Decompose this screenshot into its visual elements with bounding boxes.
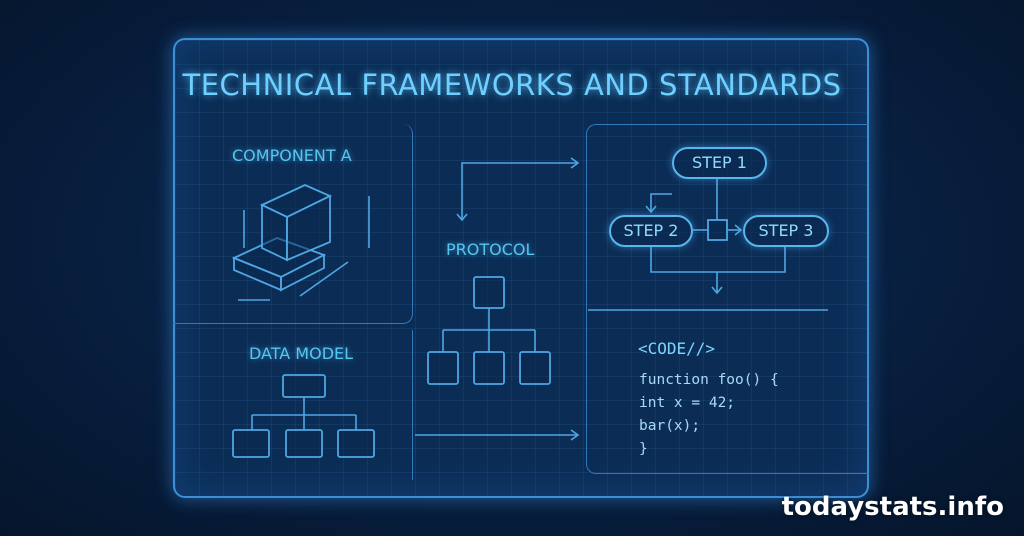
component-a-label: COMPONENT A	[232, 146, 352, 165]
flow-step-2: STEP 2	[609, 215, 693, 247]
flow-step-3: STEP 3	[743, 215, 829, 247]
diagram-board	[173, 38, 869, 498]
code-line: function foo() {	[639, 372, 779, 388]
diagram-title: TECHNICAL FRAMEWORKS AND STANDARDS	[182, 68, 842, 102]
code-line: bar(x);	[639, 418, 701, 434]
flowchart-panel	[586, 124, 869, 474]
data-model-label: DATA MODEL	[249, 344, 354, 363]
flowchart-connectors	[588, 178, 828, 311]
component-a-drawing	[231, 184, 370, 301]
protocol-label: PROTOCOL	[446, 240, 535, 259]
protocol-tree	[427, 276, 551, 385]
code-line: }	[639, 441, 648, 457]
component-a-panel	[173, 124, 413, 324]
data-model-tree	[232, 374, 375, 458]
code-line: int x = 42;	[639, 395, 736, 411]
code-header: <CODE//>	[638, 339, 716, 358]
protocol-arrows	[415, 157, 580, 441]
data-model-panel	[173, 330, 413, 480]
flow-step-1: STEP 1	[672, 147, 767, 179]
watermark: todaystats.info	[781, 492, 1004, 522]
